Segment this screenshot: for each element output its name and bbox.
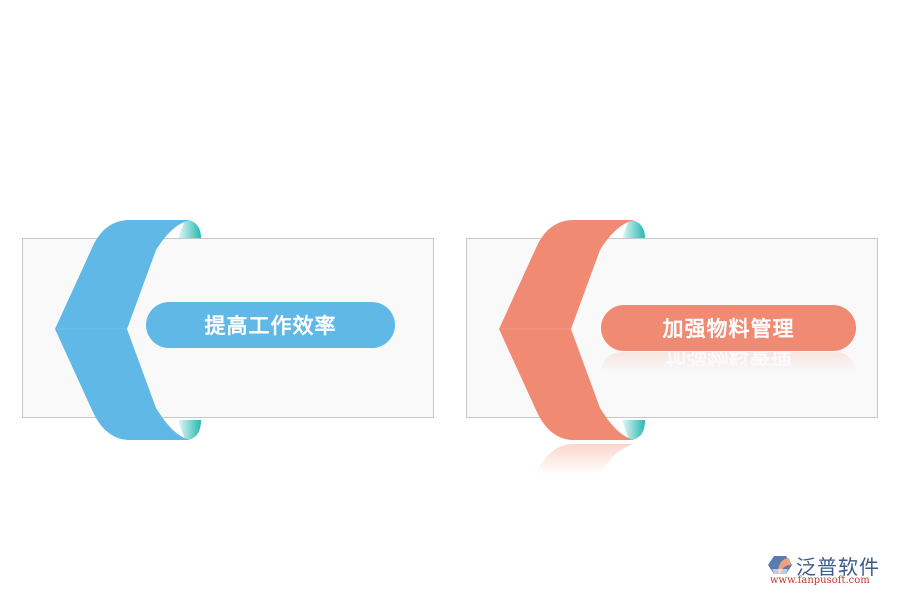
fanpu-logo-icon [768,556,792,574]
logo-url: www.fanpusoft.com [770,575,870,586]
card-label-2: 加强物料管理 [662,317,795,341]
card-label-reflection-2: 加强物料管理 [601,352,856,372]
logo-name: 泛普软件 [796,555,880,579]
card-label-1: 提高工作效率 [204,314,337,338]
card-label-pill-2: 加强物料管理 [601,305,856,351]
brand-logo: 泛普软件 www.fanpusoft.com [768,553,893,595]
card-label-pill-1: 提高工作效率 [146,302,395,348]
